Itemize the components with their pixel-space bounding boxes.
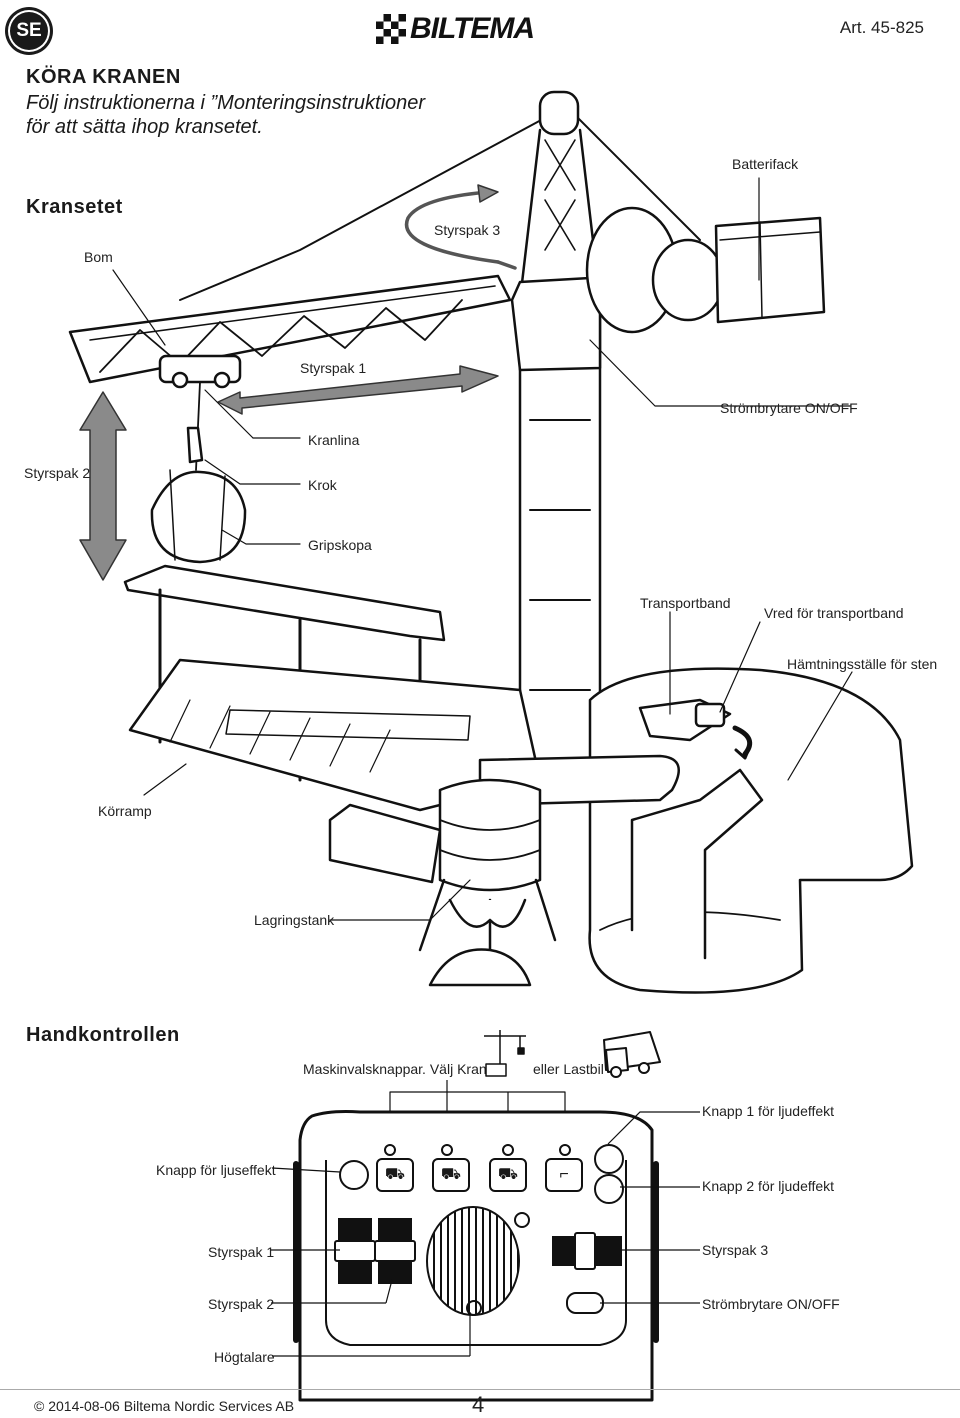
lever-2-knob[interactable] [374,1240,416,1262]
rotate-arrow [404,190,500,264]
battery-pack [714,216,826,324]
checkered-flag-icon [376,14,406,44]
label-lever-2: Styrspak 2 [24,465,91,481]
speaker-grille [426,1206,520,1316]
lever-3-knob[interactable] [574,1232,596,1270]
truck-mini-icon [603,1031,661,1078]
label-sound-1: Knapp 1 för ljudeffekt [702,1103,835,1119]
intro-line-2: för att sätta ihop kransetet. [26,116,263,138]
label-boom: Bom [84,249,113,265]
controller-title: Handkontrollen [26,1024,180,1046]
platform-roof [123,564,446,642]
truck-button[interactable]: ⛟ [376,1158,414,1192]
conveyor-knob [694,702,726,728]
crane-set-title: Kransetet [26,196,123,218]
label-ctrl-lever-3: Styrspak 3 [702,1242,769,1258]
intro-line-1: Följ instruktionerna i ”Monteringsinstru… [26,92,426,114]
crane-icon: ⌐ [559,1166,569,1183]
flatbed-truck-button[interactable]: ⛟ [432,1158,470,1192]
brand-logo: BILTEMA [376,12,588,45]
article-number: Art. 45-825 [839,18,924,37]
page-number: 4 [472,1392,485,1417]
loader-button[interactable]: ⛟ [489,1158,527,1192]
boom-cable [179,111,557,301]
label-battery-pack: Batterifack [732,156,799,172]
horizontal-arrow-icon [217,365,499,415]
label-lever-3: Styrspak 3 [434,222,501,238]
brand-name: BILTEMA [410,12,535,45]
support-arm [630,768,764,960]
label-conveyor: Transportband [640,595,731,611]
dump-truck-icon: ⛟ [384,1166,406,1183]
crane-illustration [68,90,914,994]
flatbed-truck-icon: ⛟ [440,1166,462,1183]
sound-effect-2-button[interactable] [594,1174,624,1204]
crane-mini-icon [484,1030,526,1077]
footer-divider [0,1389,960,1390]
label-or-truck: eller Lastbil [533,1061,604,1077]
label-crane-line: Kranlina [308,432,360,448]
drive-ramp [128,658,542,812]
label-grab-bucket: Gripskopa [308,537,372,553]
label-ctrl-lever-2: Styrspak 2 [208,1296,275,1312]
hook [186,426,204,464]
screw [466,1300,482,1316]
section-title: KÖRA KRANEN [26,66,181,88]
footer-copyright: © 2014-08-06 Biltema Nordic Services AB [34,1398,295,1414]
label-speaker: Högtalare [214,1349,275,1365]
language-badge: SE [8,10,50,52]
sound-effect-1-button[interactable] [594,1144,624,1174]
label-ctrl-power-switch: Strömbrytare ON/OFF [702,1296,840,1312]
label-conveyor-knob: Vred för transportband [764,605,904,621]
label-power-switch: Strömbrytare ON/OFF [720,400,858,416]
vertical-arrow-icon [79,391,127,581]
label-sound-2: Knapp 2 för ljudeffekt [702,1178,835,1194]
wheel-loader-icon: ⛟ [497,1166,519,1183]
label-lever-1: Styrspak 1 [300,360,367,376]
label-ctrl-lever-1: Styrspak 1 [208,1244,275,1260]
storage-tank [438,778,542,892]
screw [514,1212,530,1228]
crane-button[interactable]: ⌐ [545,1158,583,1192]
label-machine-buttons: Maskinvalsknappar. Välj Kran [303,1061,487,1077]
light-effect-button[interactable] [339,1160,369,1190]
label-drive-ramp: Körramp [98,803,152,819]
label-light-button: Knapp för ljuseffekt [156,1162,276,1178]
tower-top [538,90,580,136]
label-hook: Krok [308,477,337,493]
counterweight-cable [569,109,701,241]
label-pickup-point: Hämtningsställe för sten [787,656,938,672]
label-storage-tank: Lagringstank [254,912,335,928]
